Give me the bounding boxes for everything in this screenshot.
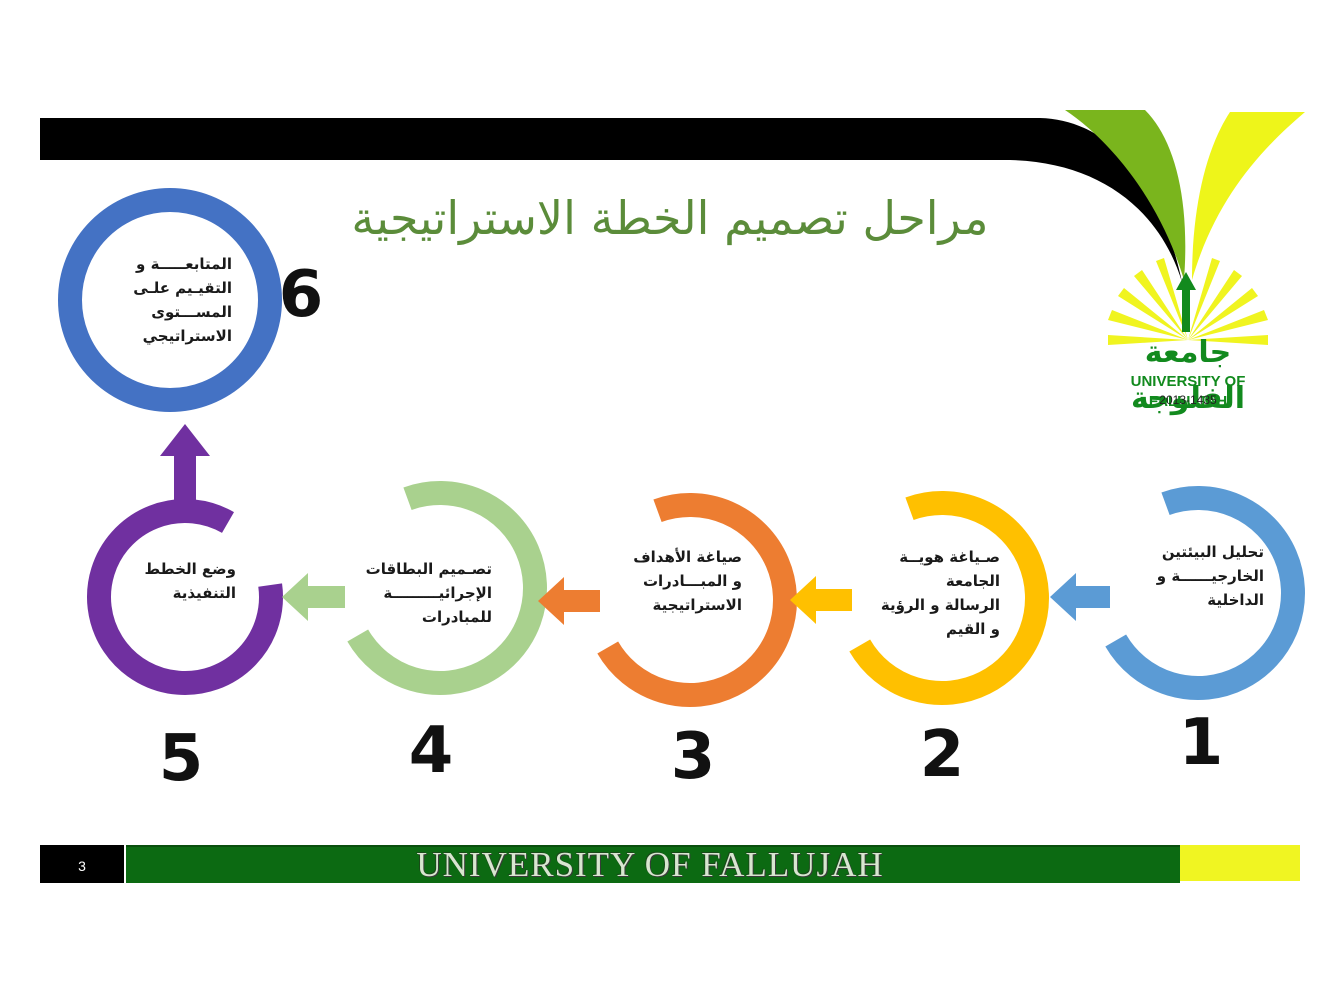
arrow-step-5-to-6	[160, 424, 210, 506]
step-1-ring	[1105, 486, 1305, 700]
step-5-text: وضع الخطط التنفيذية	[144, 560, 236, 602]
step-6-number: 6	[278, 258, 324, 332]
step-5-ring	[87, 499, 283, 695]
step-4-ring	[347, 481, 547, 695]
step-6-text: المتابعـــــة و التقيـيم علـى المســـتوى…	[133, 255, 232, 345]
logo-sun-rays	[1108, 258, 1268, 345]
logo-arabic-name: جامعة الفلوجة	[1130, 335, 1245, 416]
step-4-text: تصـميم البطاقات الإجرائيـــــــــة للمبا…	[365, 560, 492, 626]
page-number: 3	[40, 845, 124, 883]
footer-banner-text: UNIVERSITY OF FALLUJAH	[416, 845, 884, 884]
footer-green-bar	[126, 845, 1180, 883]
arrow-step-3-to-4	[538, 577, 600, 625]
logo-emblem	[1176, 272, 1196, 332]
step-1-text: تحليل البيئتين الخارجيــــــة و الداخلية	[1156, 543, 1264, 609]
step-1-number: 1	[1178, 706, 1224, 780]
step-3-number: 3	[670, 720, 716, 794]
step-2-ring	[849, 491, 1049, 705]
arrow-step-4-to-5	[282, 573, 345, 621]
logo-years: 2013-1435	[1159, 393, 1217, 407]
logo-yellow-leaf	[1192, 112, 1305, 280]
step-2-text: صـياغة هويــة الجامعة الرسالة و الرؤية و…	[880, 548, 1000, 638]
page-title: مراحل تصميم الخطة الاستراتيجية	[351, 191, 989, 245]
step-4-number: 4	[408, 714, 454, 788]
step-3-ring	[597, 493, 797, 707]
logo-english-name: UNIVERSITY OF FALLUJAH	[1130, 373, 1246, 410]
black-swoosh	[40, 118, 1182, 282]
step-2-number: 2	[919, 718, 965, 792]
arrow-step-2-to-3	[790, 576, 852, 624]
footer-yellow-bar	[1180, 845, 1300, 881]
arrow-step-1-to-2	[1050, 573, 1110, 621]
step-3-text: صياغة الأهداف و المبـــادرات الاستراتيجي…	[633, 548, 742, 614]
step-5-number: 5	[158, 722, 204, 796]
logo-green-leaf	[1065, 110, 1186, 280]
step-6-ring	[58, 188, 282, 412]
